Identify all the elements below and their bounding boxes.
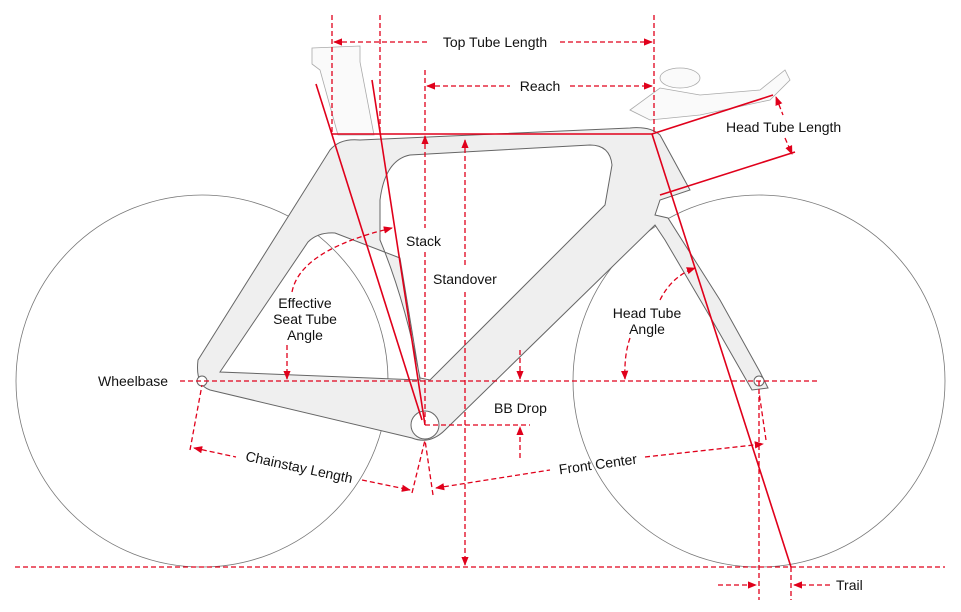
seat-angle-arrow (291, 226, 393, 293)
front-center-arrow (644, 441, 764, 458)
steering-axis-line (651, 133, 792, 568)
stack-label: Stack (406, 233, 442, 249)
head-angle-arrow (659, 267, 696, 301)
ref-line (424, 439, 434, 496)
aerobar (629, 69, 791, 121)
chainstay-length-label: Chainstay Length (244, 448, 354, 486)
ref-line (189, 384, 203, 451)
seatpost (311, 45, 375, 136)
frame (197, 127, 769, 441)
trail-label: Trail (836, 577, 863, 593)
ref-line (758, 391, 767, 441)
standover-label: Standover (433, 271, 497, 287)
chainstay-arrow (361, 479, 411, 492)
head-angle-arrow (621, 337, 631, 380)
effective-seat-tube-line (371, 79, 426, 426)
head-tube-length-label: Head Tube Length (726, 119, 841, 135)
top-tube-length-label: Top Tube Length (443, 34, 547, 50)
seat-tube-angle-label-2: Seat Tube (273, 311, 337, 327)
head-tube-bottom-line (659, 151, 796, 196)
seat-tube-angle-label-1: Effective (278, 295, 332, 311)
head-tube-length-arrow (784, 137, 793, 155)
ref-line (411, 439, 426, 494)
wheelbase-label: Wheelbase (98, 373, 168, 389)
computer-mount (659, 67, 701, 89)
front-center-label: Front Center (558, 451, 638, 478)
seat-tube-angle-label-3: Angle (287, 327, 323, 343)
head-tube-length-arrow (775, 96, 784, 116)
head-tube-angle-label-1: Head Tube (613, 305, 682, 321)
bb-drop-label: BB Drop (494, 400, 547, 416)
head-tube-angle-label-2: Angle (629, 321, 665, 337)
head-tube-top-line (651, 94, 774, 135)
chainstay-arrow (193, 446, 237, 458)
seat-tube-line (315, 83, 423, 421)
reach-label: Reach (520, 78, 560, 94)
front-center-arrow (435, 469, 551, 491)
